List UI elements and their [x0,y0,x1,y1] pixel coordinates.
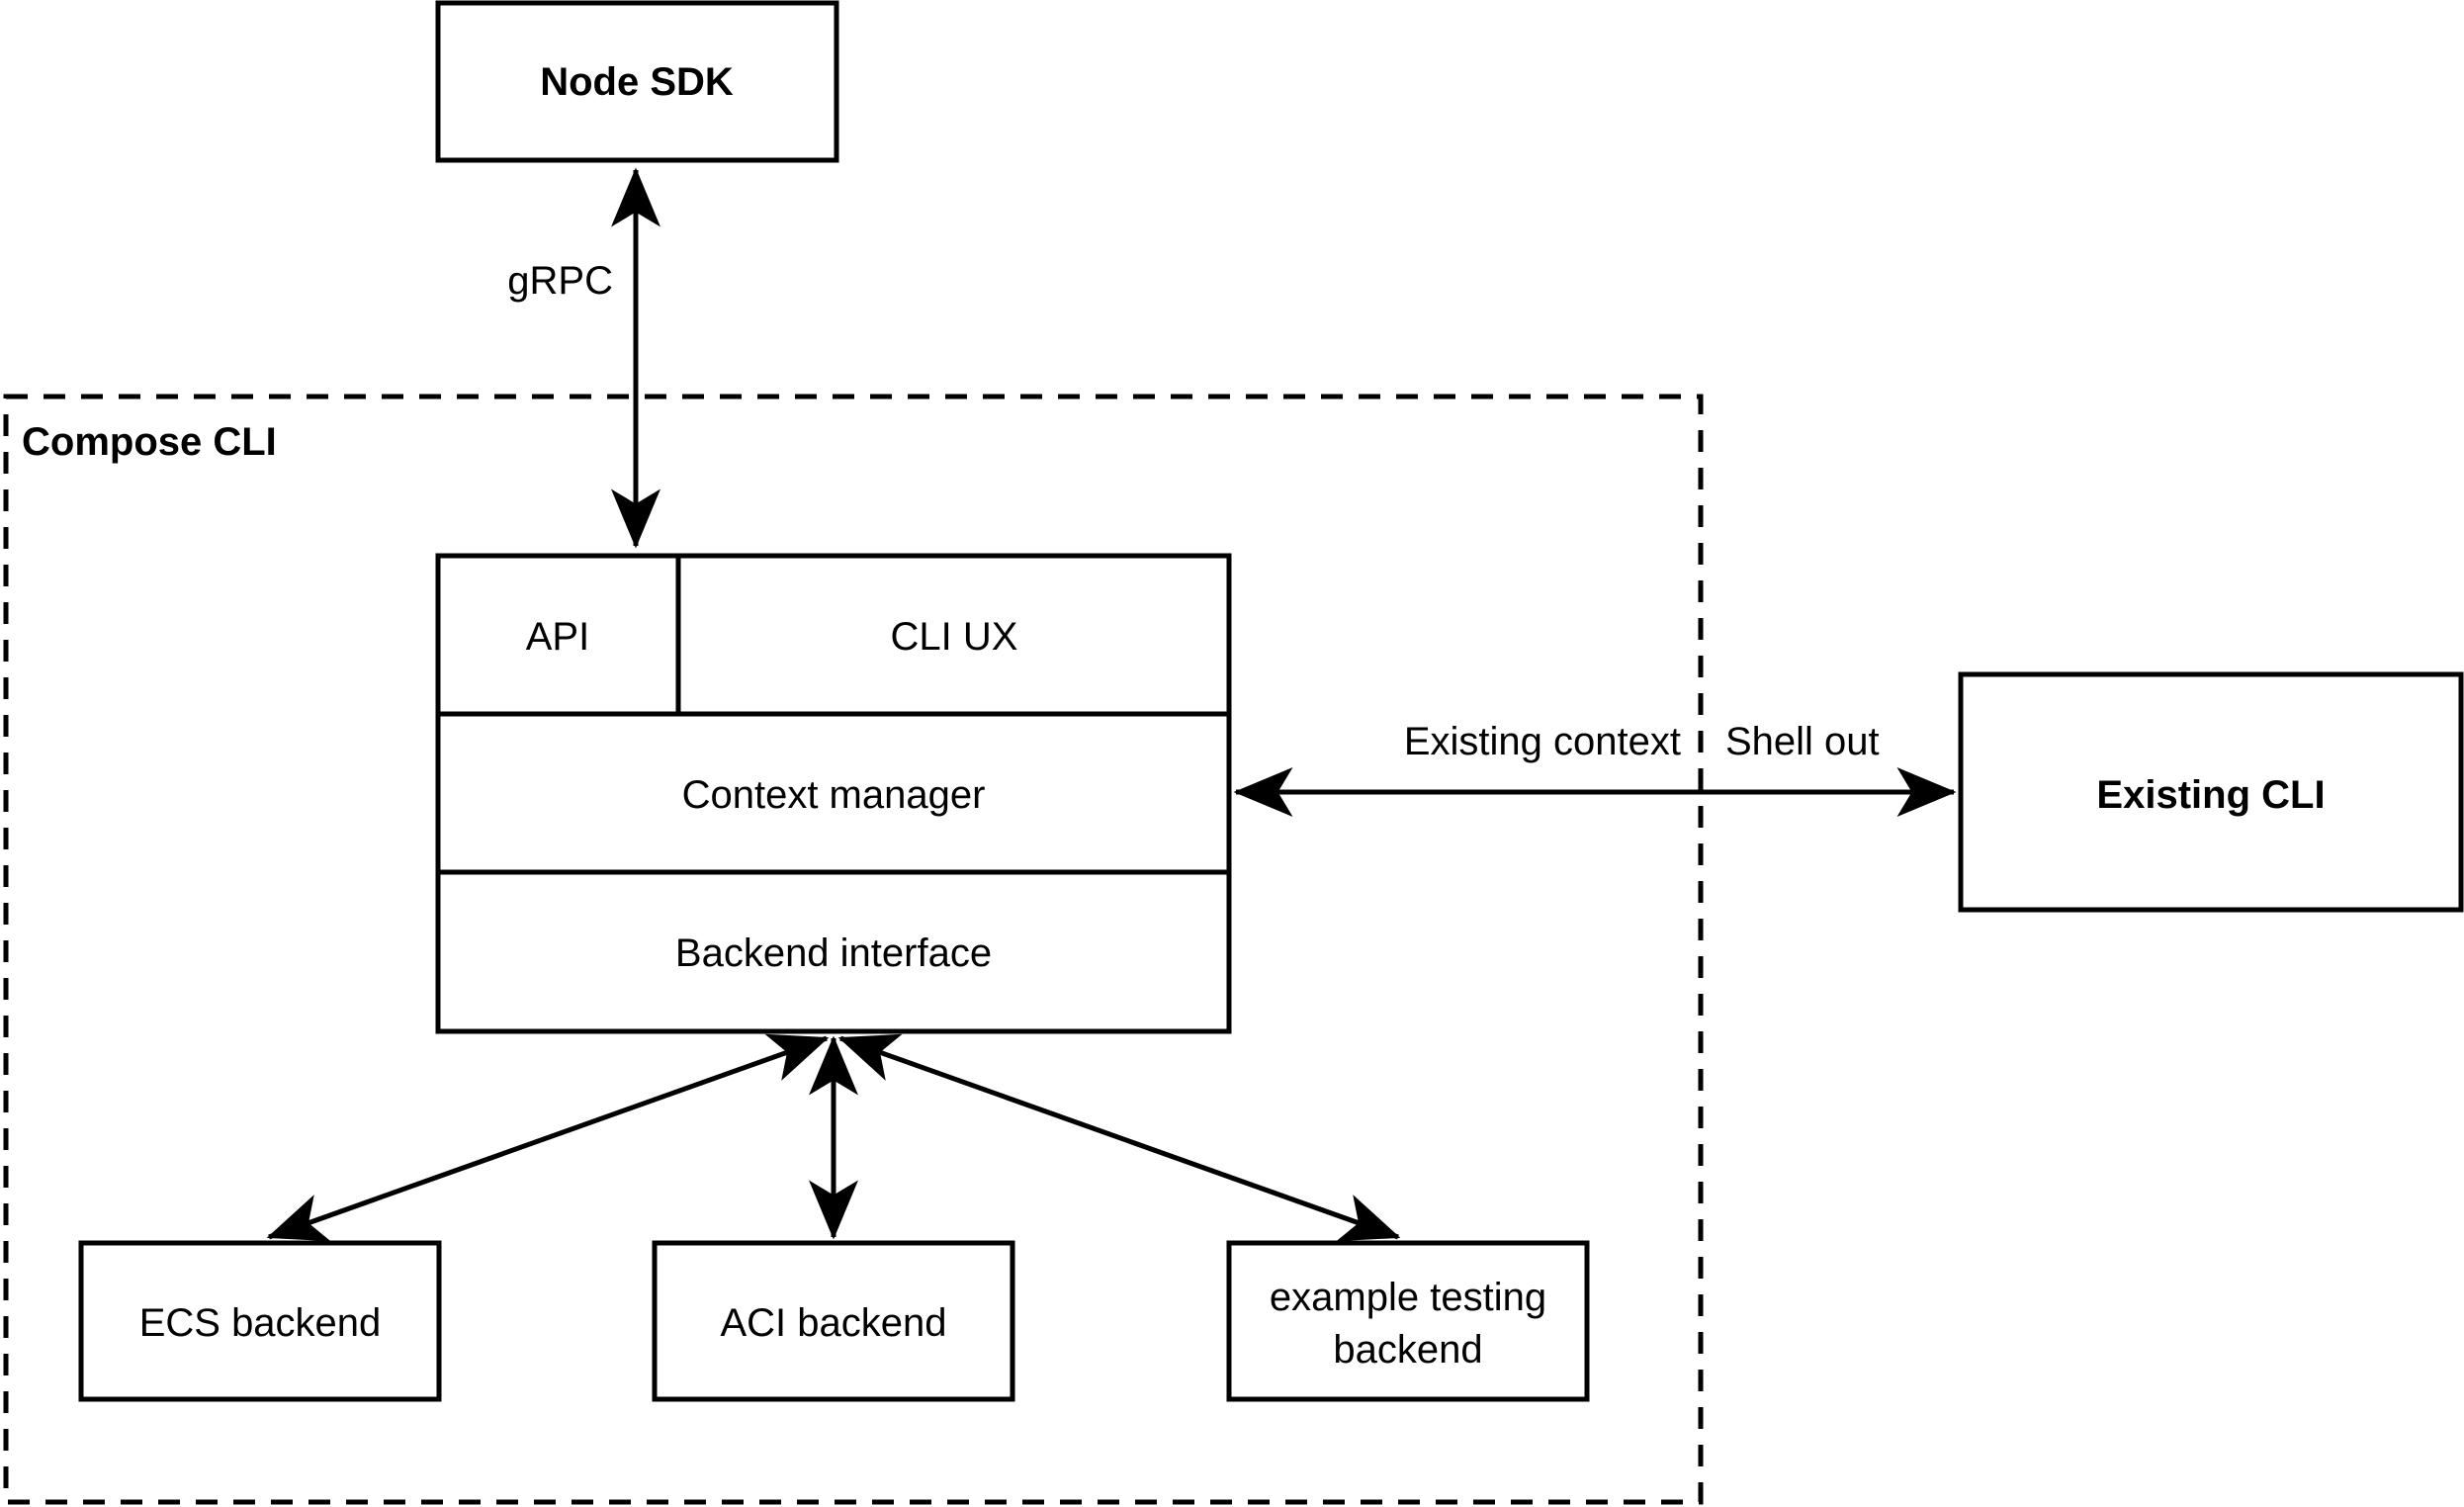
node-ecs-backend[interactable] [78,1240,442,1402]
edge-existing-context-label: Existing context [1404,720,1681,763]
node-cli-ux-label: CLI UX [891,615,1018,659]
group-compose-cli [3,394,1704,1505]
node-example-testing-backend-label-line1: example testing [1270,1276,1546,1319]
node-node-sdk[interactable] [435,0,839,163]
group-compose-cli-label: Compose CLI [22,420,277,464]
edge-grpc-label: gRPC [507,259,613,303]
node-aci-backend-label: ACI backend [720,1301,946,1345]
edge-shell-out-label: Shell out [1725,720,1880,763]
node-existing-cli-label: Existing CLI [2096,773,2325,817]
node-existing-cli[interactable] [1958,671,2464,913]
node-example-testing-backend[interactable] [1226,1240,1590,1402]
node-node-sdk-label: Node SDK [540,60,734,104]
node-ecs-backend-label: ECS backend [139,1301,382,1345]
node-example-testing-backend-label-line2: backend [1333,1328,1482,1372]
node-context-manager-label: Context manager [682,773,986,817]
node-api-label: API [526,615,589,659]
node-compose-cli-stack [435,553,1232,1034]
edge-backend-ecs [266,1033,830,1242]
node-backend-interface-label: Backend interface [675,931,992,975]
node-aci-backend[interactable] [652,1240,1015,1402]
edge-backend-example-testing [837,1033,1401,1242]
